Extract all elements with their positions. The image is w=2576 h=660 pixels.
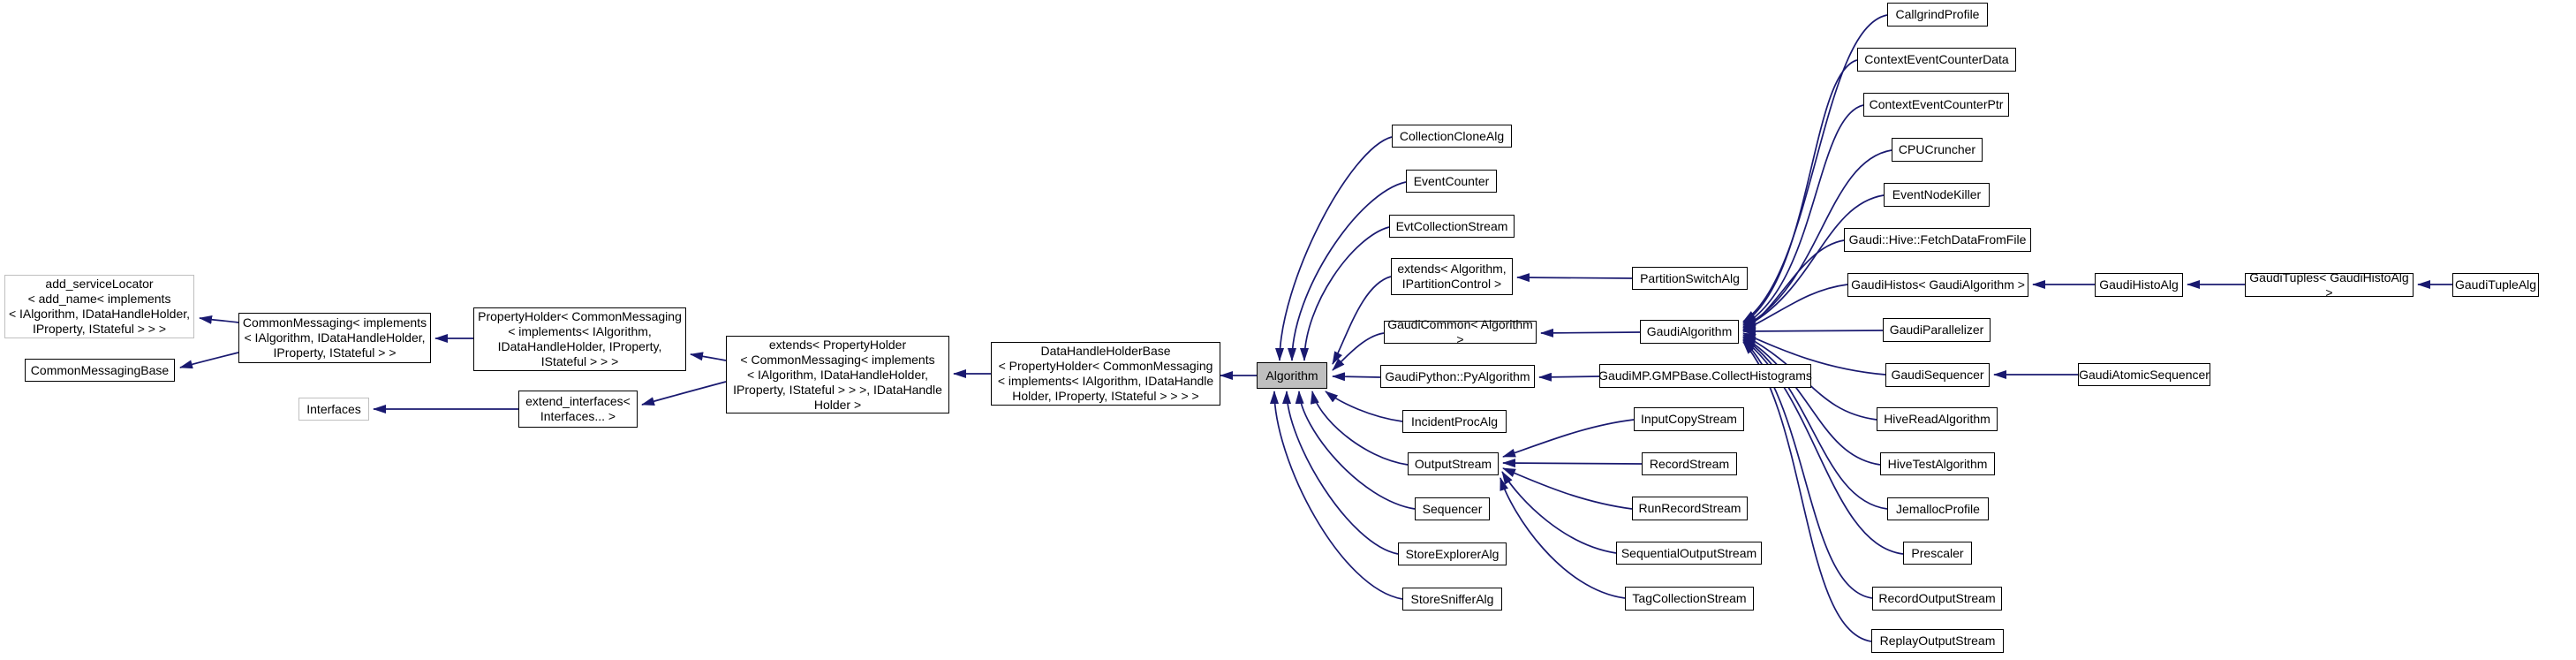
edge-partitionswitchalg-to-extends-ipartition	[1516, 273, 1633, 283]
class-node-gaudihistoalg[interactable]: GaudiHistoAlg	[2095, 273, 2183, 297]
edge-gaudialgorithm-to-gaudicommon	[1540, 328, 1641, 338]
class-node-gaudipython-pyalgorithm[interactable]: GaudiPython::PyAlgorithm	[1380, 365, 1535, 388]
class-node-commonmessaging[interactable]: CommonMessaging< implements < IAlgorithm…	[238, 313, 431, 363]
class-node-propertyholder[interactable]: PropertyHolder< CommonMessaging < implem…	[473, 307, 686, 371]
edge-contexteventcounterdata-to-gaudialgorithm	[1742, 59, 1858, 324]
edge-commonmessaging-to-add-servicelocator	[199, 315, 239, 324]
edge-gaudicommon-to-algorithm	[1332, 332, 1385, 371]
class-node-gaudialgorithm[interactable]: GaudiAlgorithm	[1640, 320, 1739, 344]
class-node-gauditupleaalg[interactable]: GaudiTupleAlg	[2452, 273, 2539, 297]
class-node-algorithm[interactable]: Algorithm	[1257, 362, 1327, 389]
class-node-jemallocprofile[interactable]: JemallocProfile	[1887, 497, 1989, 520]
class-node-storeexploreralg[interactable]: StoreExplorerAlg	[1398, 542, 1507, 565]
class-node-partitionswitchalg[interactable]: PartitionSwitchAlg	[1632, 267, 1748, 290]
class-node-runrecordstream[interactable]: RunRecordStream	[1632, 497, 1748, 520]
class-node-contexteventcounterdata[interactable]: ContextEventCounterData	[1857, 48, 2016, 72]
edge-gaudiparallelizer-to-gaudialgorithm	[1742, 326, 1884, 336]
edge-extends-to-propertyholder	[690, 352, 727, 361]
class-node-extends-propertyholder[interactable]: extends< PropertyHolder < CommonMessagin…	[726, 336, 949, 413]
class-node-gaudihistos[interactable]: GaudiHistos< GaudiAlgorithm >	[1847, 273, 2028, 297]
edge-sequentialoutputstream-to-outputstream	[1501, 471, 1617, 554]
edge-gaudihistos-to-gaudialgorithm	[1742, 284, 1848, 331]
edge-runrecordstream-to-outputstream	[1502, 467, 1633, 510]
class-node-gaudi-hive-fetchdatafromfile[interactable]: Gaudi::Hive::FetchDataFromFile	[1844, 228, 2031, 252]
class-node-sequencer[interactable]: Sequencer	[1415, 497, 1490, 520]
class-node-eventcounter[interactable]: EventCounter	[1406, 170, 1497, 193]
class-node-collectioncloneal[interactable]: CollectionCloneAlg	[1392, 125, 1512, 148]
edge-extends-ipartition-to-algorithm	[1332, 276, 1392, 365]
edge-inputcopystream-to-outputstream	[1502, 419, 1635, 458]
class-node-recordstream[interactable]: RecordStream	[1642, 452, 1737, 475]
class-node-gaudiparallelizer[interactable]: GaudiParallelizer	[1883, 318, 1991, 342]
edge-tagcollectionstream-to-outputstream	[1500, 477, 1626, 599]
class-node-datahandleholderbase[interactable]: DataHandleHolderBase < PropertyHolder< C…	[991, 342, 1220, 406]
edge-extends-to-extend-interfaces	[641, 381, 727, 406]
class-node-gaudisequencer[interactable]: GaudiSequencer	[1885, 363, 1990, 387]
edge-storesnifferalg-to-algorithm	[1270, 391, 1403, 600]
edge-gaudimp-to-gaudipython	[1538, 372, 1600, 382]
edge-recordstream-to-outputstream	[1502, 459, 1643, 468]
class-node-storesnifferalg[interactable]: StoreSnifferAlg	[1402, 588, 1502, 611]
edge-storeexploreralg-to-algorithm	[1282, 391, 1399, 555]
edge-gaudisequencer-to-gaudialgorithm	[1742, 332, 1886, 376]
class-node-contexteventcounterptr[interactable]: ContextEventCounterPtr	[1863, 93, 2009, 117]
class-node-evtcollectionstream[interactable]: EvtCollectionStream	[1389, 215, 1515, 238]
class-node-prescaler[interactable]: Prescaler	[1903, 542, 1972, 565]
edge-cpucruncher-to-gaudialgorithm	[1742, 149, 1892, 328]
class-node-gaudicommon[interactable]: GaudiCommon< Algorithm >	[1384, 317, 1537, 346]
class-node-outputstream[interactable]: OutputStream	[1408, 452, 1499, 475]
edge-hivereadalgorithm-to-gaudialgorithm	[1742, 334, 1877, 421]
class-node-gaudituples[interactable]: GaudiTuples< GaudiHistoAlg >	[2245, 270, 2414, 300]
edge-commonmessaging-to-commonmessagingbase	[179, 352, 239, 369]
class-node-hivereadalgorithm[interactable]: HiveReadAlgorithm	[1877, 407, 1998, 431]
edge-outputstream-to-algorithm	[1310, 391, 1409, 466]
class-node-interfaces[interactable]: Interfaces	[298, 398, 369, 421]
edge-gaudipython-to-algorithm	[1332, 372, 1381, 382]
edge-callgrindprofile-to-gaudialgorithm	[1742, 14, 1888, 322]
class-node-tagcollectionstream[interactable]: TagCollectionStream	[1625, 587, 1754, 611]
class-node-recordoutputstream[interactable]: RecordOutputStream	[1872, 587, 2002, 611]
edge-jemallocprofile-to-gaudialgorithm	[1742, 337, 1888, 510]
edge-collectioncloneal-to-algorithm	[1275, 136, 1393, 361]
class-node-hivetestalgorithm[interactable]: HiveTestAlgorithm	[1880, 452, 1995, 475]
class-node-extends-ipartitioncontrol[interactable]: extends< Algorithm, IPartitionControl >	[1391, 258, 1513, 295]
class-node-add-servicelocator[interactable]: add_serviceLocator < add_name< implement…	[4, 275, 194, 338]
edge-evtcollectionstream-to-algorithm	[1300, 226, 1390, 361]
edge-incidentprocalg-to-algorithm	[1325, 391, 1403, 422]
edge-eventcounter-to-algorithm	[1288, 181, 1407, 361]
edge-contexteventcounterptr-to-gaudialgorithm	[1742, 104, 1864, 326]
class-node-eventnodekiller[interactable]: EventNodeKiller	[1884, 183, 1990, 207]
class-node-sequentialoutputstream[interactable]: SequentialOutputStream	[1616, 542, 1762, 565]
edge-sequencer-to-algorithm	[1295, 391, 1416, 510]
class-node-gaudiatomicsequencer[interactable]: GaudiAtomicSequencer	[2078, 363, 2210, 386]
edge-hivetestalgorithm-to-gaudialgorithm	[1742, 336, 1881, 466]
class-node-extend-interfaces[interactable]: extend_interfaces< Interfaces... >	[518, 391, 638, 428]
edge-fetchdatafromfile-to-gaudialgorithm	[1742, 239, 1845, 330]
class-node-callgrindprofile[interactable]: CallgrindProfile	[1887, 3, 1988, 27]
class-node-inputcopystream[interactable]: InputCopyStream	[1634, 407, 1744, 431]
class-node-replayoutputstream[interactable]: ReplayOutputStream	[1871, 629, 2004, 653]
class-node-incidentprocalg[interactable]: IncidentProcAlg	[1402, 410, 1507, 433]
class-node-commonmessagingbase[interactable]: CommonMessagingBase	[25, 359, 175, 382]
class-node-cpucruncher[interactable]: CPUCruncher	[1892, 138, 1983, 162]
class-node-gaudimp-collecthistograms[interactable]: GaudiMP.GMPBase.CollectHistograms	[1598, 364, 1812, 388]
